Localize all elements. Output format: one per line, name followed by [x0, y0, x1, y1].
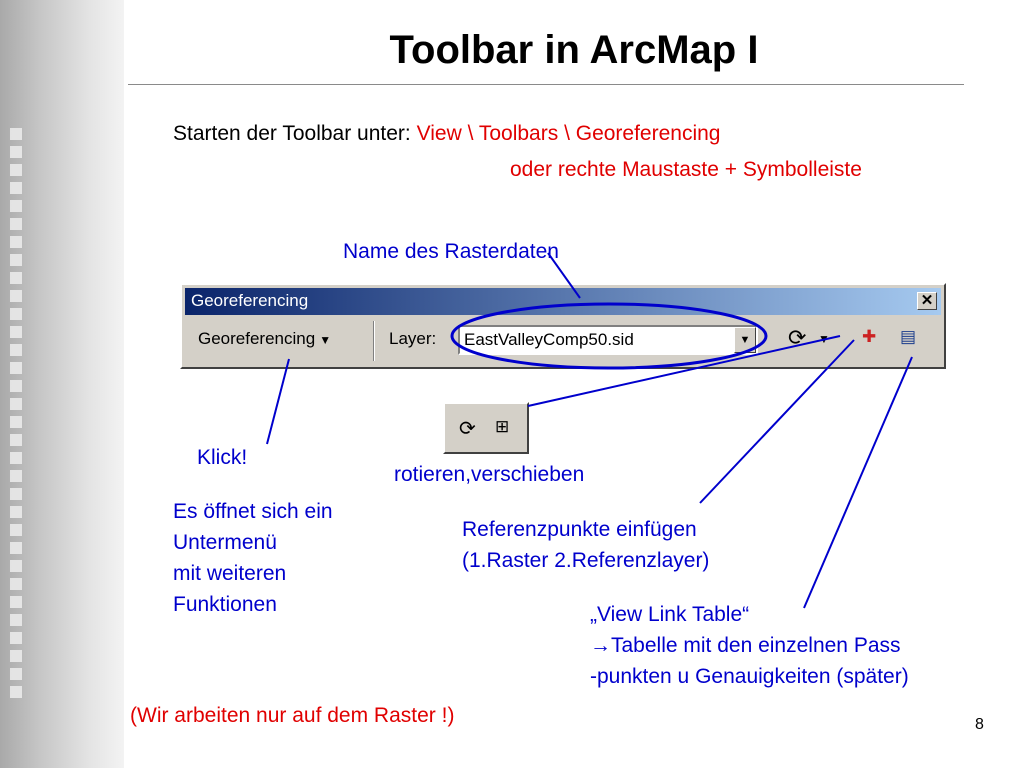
decorative-square — [10, 560, 22, 572]
note-rotate: rotieren,verschieben — [394, 463, 585, 486]
note-submenu-line: mit weiteren — [173, 562, 287, 585]
chevron-down-icon: ▼ — [319, 333, 332, 347]
slide-title: Toolbar in ArcMap I — [389, 28, 759, 72]
layer-select-dropdown-button[interactable]: ▼ — [734, 327, 756, 353]
rotate-icon[interactable]: ⟳ — [459, 418, 476, 440]
decorative-square — [10, 506, 22, 518]
decorative-square — [10, 416, 22, 428]
close-icon: ✕ — [920, 292, 934, 309]
start-alternative: oder rechte Maustaste + Symbolleiste — [510, 158, 862, 181]
decorative-square — [10, 668, 22, 680]
start-prefix: Starten der Toolbar unter: — [173, 122, 417, 145]
decorative-square — [10, 290, 22, 302]
shift-icon[interactable]: ⊞ — [495, 417, 510, 436]
note-klick: Klick! — [197, 446, 248, 469]
close-button[interactable]: ✕ — [917, 292, 937, 310]
note-link-table: „View Link Table“ →Tabelle mit den einze… — [590, 599, 909, 692]
rotate-icon[interactable]: ⟳ — [788, 325, 807, 350]
note-submenu: Es öffnet sich ein Untermenü mit weitere… — [173, 496, 333, 620]
start-instruction: Starten der Toolbar unter: View \ Toolba… — [173, 122, 721, 146]
add-control-points-icon[interactable]: ✚ — [862, 327, 877, 346]
decorative-square — [10, 362, 22, 374]
note-raster-name: Name des Rasterdaten — [343, 240, 559, 263]
layer-label: Layer: — [389, 329, 437, 348]
decorative-square — [10, 524, 22, 536]
decorative-square — [10, 236, 22, 248]
note-link-table-line: -punkten u Genauigkeiten (später) — [590, 665, 909, 688]
note-link-table-line: →Tabelle mit den einzelnen Pass — [590, 634, 901, 657]
toolbar-title: Georeferencing — [191, 291, 309, 310]
start-menu-path: View \ Toolbars \ Georeferencing — [416, 122, 721, 145]
decorative-square — [10, 380, 22, 392]
note-reference-points: Referenzpunkte einfügen (1.Raster 2.Refe… — [462, 514, 709, 576]
page-number: 8 — [975, 716, 984, 733]
decorative-square — [10, 488, 22, 500]
decorative-square — [10, 182, 22, 194]
decorative-square — [10, 344, 22, 356]
note-reference-line: Referenzpunkte einfügen — [462, 518, 697, 541]
decorative-square — [10, 272, 22, 284]
decorative-square — [10, 146, 22, 158]
decorative-square — [10, 218, 22, 230]
chevron-down-icon: ▼ — [739, 334, 751, 346]
toolbar-separator — [373, 321, 375, 361]
title-divider — [128, 84, 964, 86]
note-submenu-line: Untermenü — [173, 531, 277, 554]
menu-label: Georeferencing — [198, 329, 316, 348]
decorative-square — [10, 650, 22, 662]
decorative-square — [10, 686, 22, 698]
layer-select[interactable]: EastValleyComp50.sid ▼ — [458, 325, 758, 355]
decorative-square — [10, 164, 22, 176]
note-submenu-line: Es öffnet sich ein — [173, 500, 333, 523]
decorative-square — [10, 200, 22, 212]
decorative-square — [10, 470, 22, 482]
decorative-square — [10, 308, 22, 320]
note-submenu-line: Funktionen — [173, 593, 277, 616]
decorative-square — [10, 434, 22, 446]
decorative-square — [10, 398, 22, 410]
toolbar-titlebar[interactable]: Georeferencing ✕ — [185, 288, 941, 315]
decorative-square — [10, 578, 22, 590]
note-link-table-line: „View Link Table“ — [590, 603, 750, 626]
decorative-square — [10, 542, 22, 554]
pointer-line-menu — [266, 358, 290, 445]
decorative-square — [10, 128, 22, 140]
decorative-square — [10, 326, 22, 338]
rotate-dropdown-arrow-icon[interactable]: ▼ — [818, 332, 830, 346]
note-reference-line: (1.Raster 2.Referenzlayer) — [462, 549, 710, 572]
rotate-shift-panel: ⟳ ⊞ — [443, 402, 529, 454]
georeferencing-toolbar: Georeferencing ✕ Georeferencing▼ Layer: … — [180, 283, 946, 369]
footer-note: (Wir arbeiten nur auf dem Raster !) — [130, 704, 455, 727]
georeferencing-menu-button[interactable]: Georeferencing▼ — [198, 329, 331, 349]
decorative-square — [10, 632, 22, 644]
decorative-square — [10, 596, 22, 608]
decorative-square — [10, 254, 22, 266]
decorative-square — [10, 452, 22, 464]
layer-select-value: EastValleyComp50.sid — [464, 330, 634, 349]
view-link-table-icon[interactable]: ▤ — [900, 327, 917, 346]
pointer-line-link-table — [803, 356, 913, 609]
decorative-square — [10, 614, 22, 626]
